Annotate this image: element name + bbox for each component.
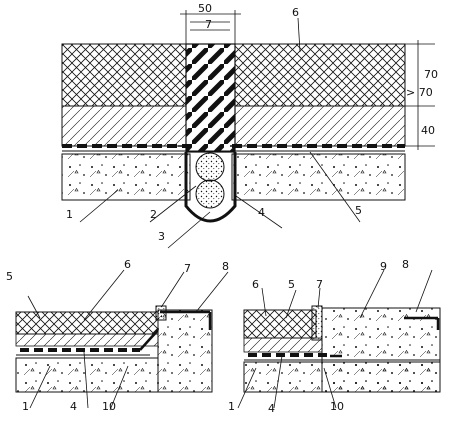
top-wearing-course-left xyxy=(61,43,187,107)
top-wearing-course-right xyxy=(234,43,406,107)
top-label-5: 5 xyxy=(355,204,362,217)
dim-layer-lower: 40 xyxy=(421,124,435,137)
top-figure: 50 7 70 > 70 40 1 2 3 4 5 6 xyxy=(61,2,438,249)
top-base-right xyxy=(231,153,406,201)
bl-label-7: 7 xyxy=(184,262,191,275)
bl-label-4: 4 xyxy=(70,400,77,413)
top-joint-sealant xyxy=(185,43,236,153)
top-label-2: 2 xyxy=(150,208,157,221)
br-label-7: 7 xyxy=(316,278,323,291)
dim-layer-gap: > 70 xyxy=(406,86,433,99)
bottom-left-figure: 5 6 7 8 1 4 10 xyxy=(6,258,229,413)
top-label-1: 1 xyxy=(66,208,73,221)
top-label-3: 3 xyxy=(158,230,165,243)
top-label-6: 6 xyxy=(292,6,299,19)
top-base-left xyxy=(61,153,191,201)
br-label-8: 8 xyxy=(402,258,409,271)
bottom-right-figure: 6 5 7 9 8 1 4 10 xyxy=(228,258,441,415)
dim-joint-center: 7 xyxy=(205,18,212,31)
dim-joint-width: 50 xyxy=(198,2,212,15)
bl-label-1: 1 xyxy=(22,400,29,413)
dim-layer-upper: 70 xyxy=(424,68,438,81)
bl-label-10: 10 xyxy=(102,400,116,413)
bl-label-6: 6 xyxy=(124,258,131,271)
br-label-10: 10 xyxy=(330,400,344,413)
br-label-4: 4 xyxy=(268,402,275,415)
top-joint-channel xyxy=(184,152,237,223)
br-label-6: 6 xyxy=(252,278,259,291)
top-screed-right xyxy=(234,105,406,147)
top-screed-left xyxy=(61,105,187,147)
top-backer-rod-lower xyxy=(195,179,225,209)
bl-label-5: 5 xyxy=(6,270,13,283)
top-label-4: 4 xyxy=(258,206,265,219)
bl-label-8: 8 xyxy=(222,260,229,273)
br-label-9: 9 xyxy=(380,260,387,273)
br-label-5: 5 xyxy=(288,278,295,291)
br-label-1: 1 xyxy=(228,400,235,413)
top-backer-rod-upper xyxy=(195,152,225,182)
